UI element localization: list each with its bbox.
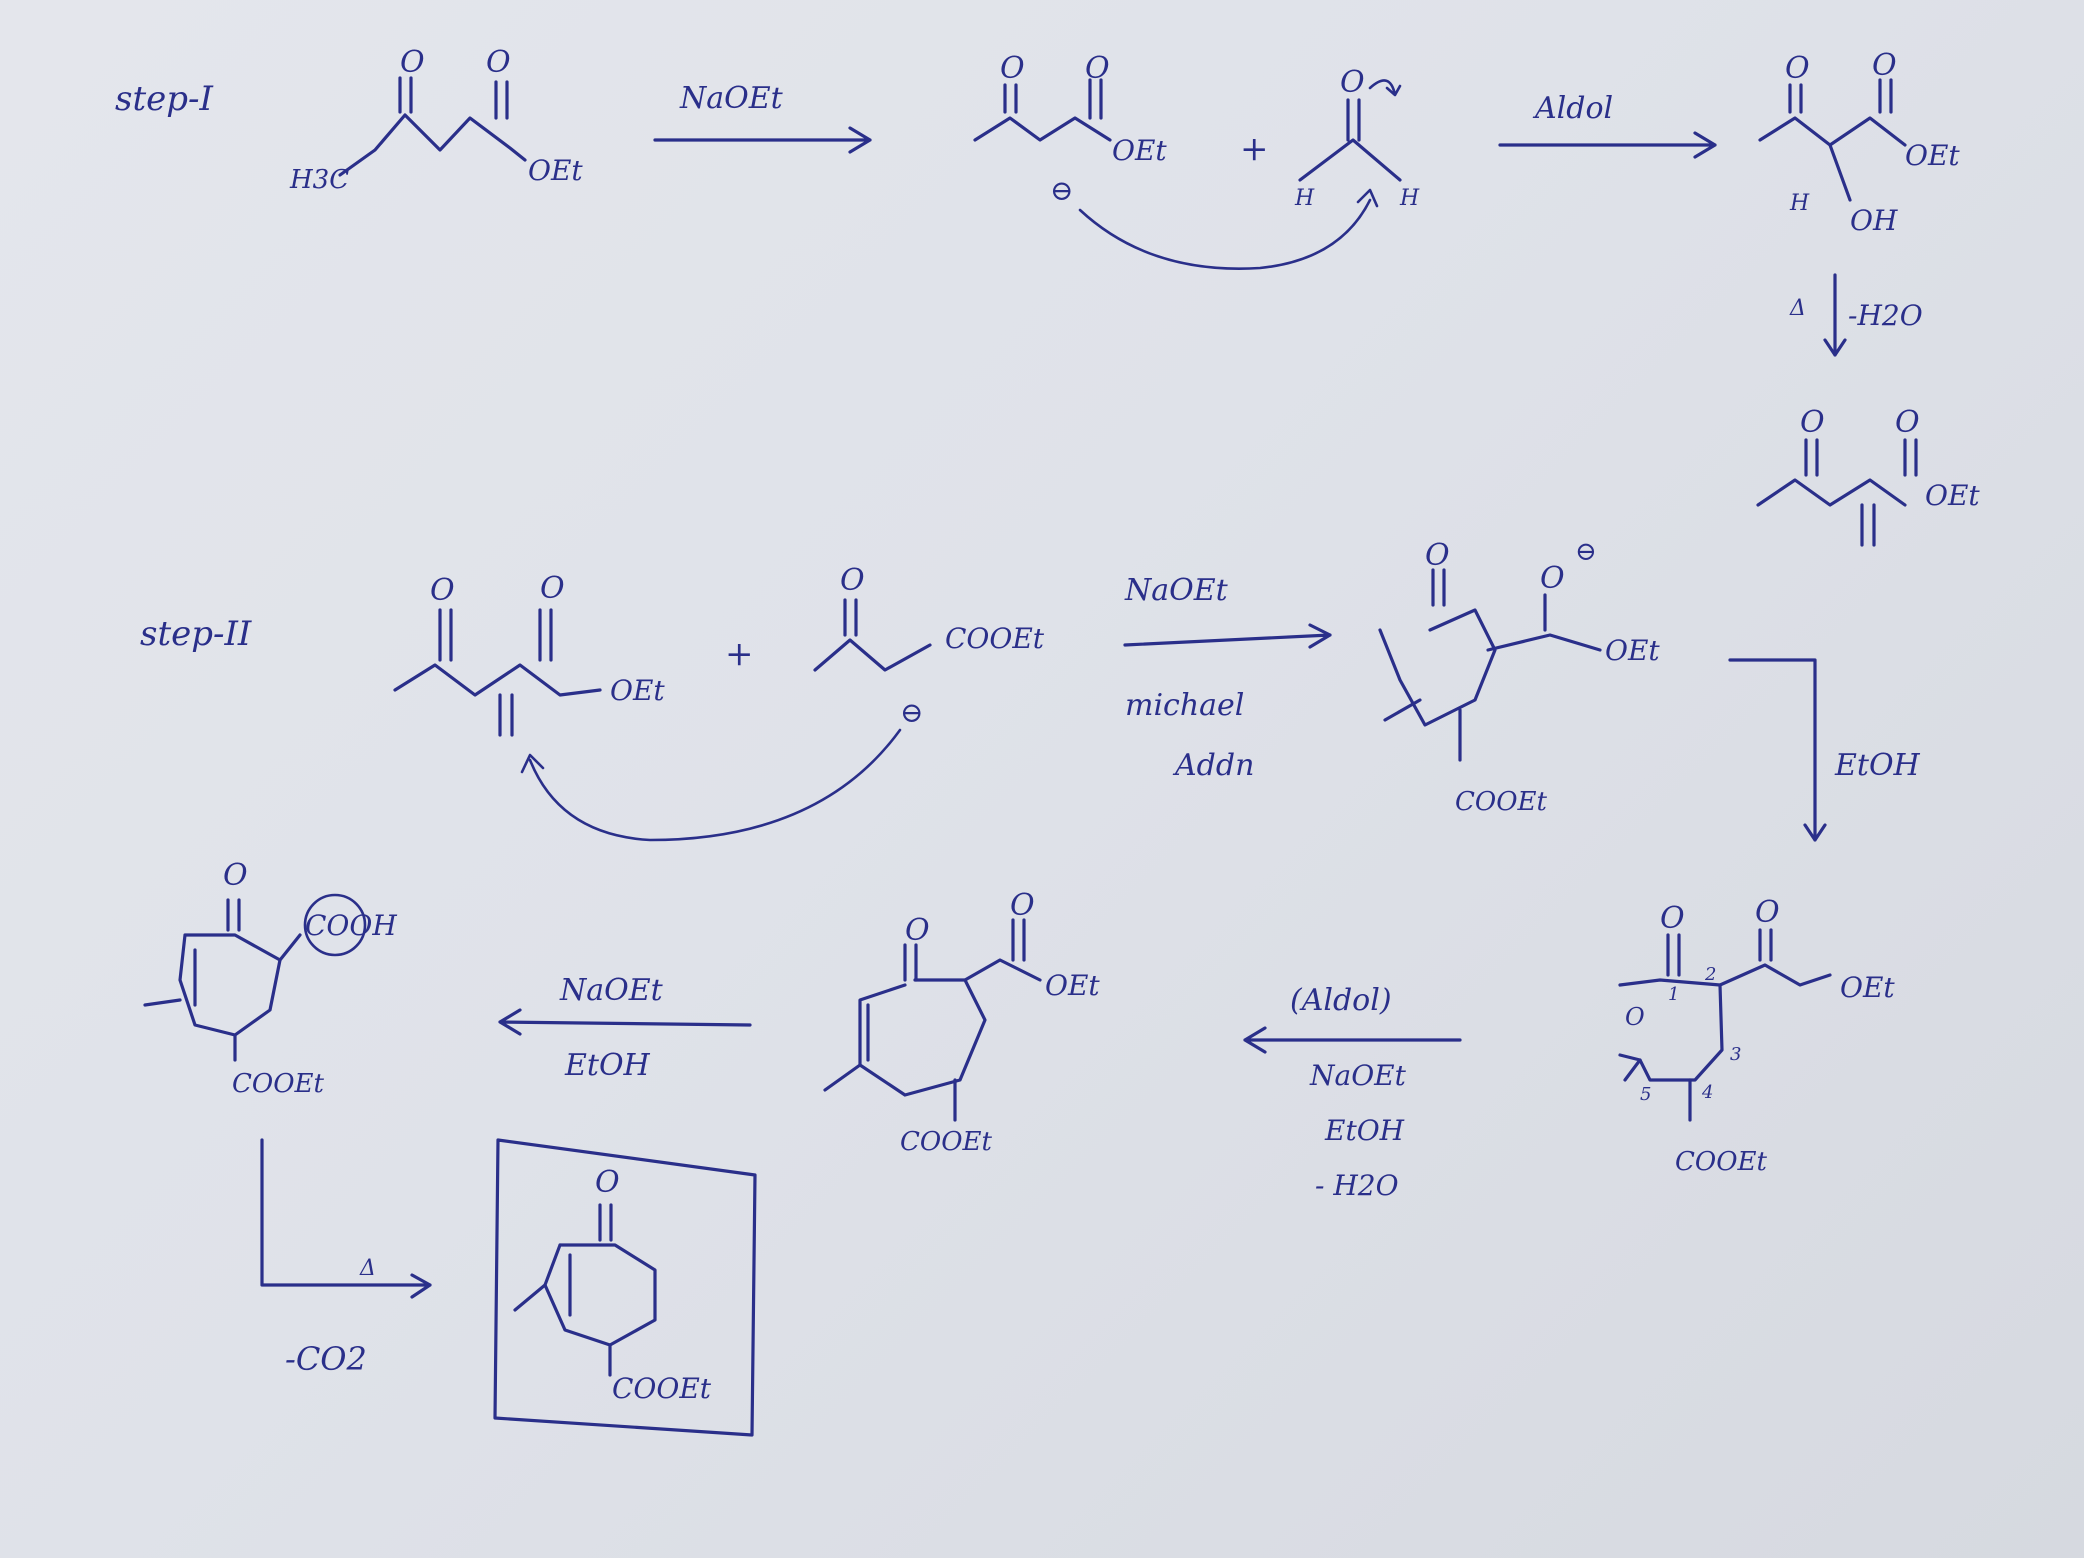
- o-label: O: [486, 45, 511, 80]
- attack-arrow: [1078, 188, 1379, 270]
- enolate-ion: O O OEt ⊖: [973, 51, 1167, 207]
- reagent-naoet: NaOEt: [679, 81, 784, 116]
- o-label: O: [1540, 561, 1565, 596]
- ring-ester-label: COOEt: [1675, 1147, 1768, 1177]
- o-label: O: [1625, 1003, 1645, 1031]
- o-label: O: [1340, 65, 1365, 100]
- diketone-intermediate: O O O OEt COOEt 1 2 3 4 5: [1618, 895, 1895, 1177]
- negative-charge: ⊖: [1575, 537, 1597, 567]
- o-label: O: [1755, 895, 1780, 930]
- aldol-product: O O OEt H OH: [1758, 48, 1960, 237]
- etoh-label: EtOH: [1834, 748, 1921, 783]
- reagent-naoet: NaOEt: [1124, 573, 1229, 608]
- co2-loss-label: -CO2: [285, 1340, 367, 1378]
- carbon-number: 3: [1730, 1044, 1741, 1065]
- o-label: O: [400, 45, 425, 80]
- aldol-label: Aldol: [1532, 91, 1613, 126]
- ester-label: OEt: [1112, 134, 1167, 167]
- o-label: O: [1085, 51, 1110, 86]
- ester-label: OEt: [1840, 971, 1895, 1004]
- o-label: O: [1010, 888, 1035, 923]
- o-label: O: [1785, 51, 1810, 86]
- hydroxyl-label: OH: [1850, 204, 1898, 237]
- decarboxylation-arrow: [260, 1138, 432, 1299]
- plus-sign: +: [1240, 129, 1269, 169]
- methyl-label: H3C: [289, 165, 349, 195]
- o-label: O: [595, 1165, 620, 1200]
- h-label: H: [1399, 186, 1420, 211]
- michael-adduct: O O ⊖ OEt COOEt: [1378, 537, 1660, 817]
- heat-label: Δ: [1789, 296, 1806, 321]
- formaldehyde: O H H: [1294, 65, 1420, 211]
- h-label: H: [1294, 186, 1315, 211]
- curved-arrow: [1368, 79, 1402, 97]
- ester-label: OEt: [528, 154, 583, 187]
- carboxylic-acid-label: COOH: [305, 909, 397, 942]
- o-label: O: [905, 913, 930, 948]
- cyclized-product: O O OEt COOEt: [823, 888, 1100, 1157]
- plus-sign: +: [725, 634, 754, 674]
- o-label: O: [1872, 48, 1897, 83]
- ester-label: OEt: [1905, 139, 1960, 172]
- condition-addn: Addn: [1172, 748, 1254, 783]
- aldol-reagent: NaOEt: [1309, 1059, 1407, 1092]
- o-label: O: [1660, 901, 1685, 936]
- o-label: O: [1895, 405, 1920, 440]
- o-label: O: [223, 858, 248, 893]
- carbon-number: 2: [1704, 964, 1716, 985]
- reaction-arrow: [1498, 131, 1717, 159]
- negative-charge: ⊖: [900, 696, 923, 729]
- attack-arrow: [520, 728, 902, 842]
- water-loss-label: -H2O: [1848, 299, 1923, 332]
- hydrolysis-reagent: NaOEt: [559, 973, 664, 1008]
- ring-ester-label: COOEt: [232, 1069, 325, 1099]
- enone-product: O O OEt: [1756, 405, 1980, 547]
- h-label: H: [1789, 191, 1810, 216]
- reaction-arrow: [1243, 1026, 1462, 1054]
- o-label: O: [540, 571, 565, 606]
- o-label: O: [430, 573, 455, 608]
- reaction-arrow: [1123, 623, 1332, 649]
- ester-label: OEt: [1925, 479, 1980, 512]
- hydrolysis-solvent: EtOH: [564, 1048, 651, 1083]
- acid-intermediate: O COOH COOEt: [143, 858, 397, 1099]
- condition-michael: michael: [1125, 688, 1244, 723]
- o-label: O: [1000, 51, 1025, 86]
- aldol-label: (Aldol): [1290, 983, 1392, 1018]
- water-loss-label: - H2O: [1315, 1169, 1399, 1202]
- reaction-arrow: [498, 1008, 752, 1036]
- ring-ester-label: COOEt: [1455, 787, 1548, 817]
- ring-ester-label: COOEt: [612, 1372, 712, 1405]
- o-label: O: [840, 563, 865, 598]
- ethyl-acetoacetate: O O H3C OEt: [289, 45, 583, 195]
- o-label: O: [1425, 538, 1450, 573]
- ester-label: COOEt: [945, 622, 1045, 655]
- o-label: O: [1800, 405, 1825, 440]
- michael-acceptor: O O OEt: [393, 571, 665, 737]
- negative-charge: ⊖: [1050, 174, 1073, 207]
- dehydration-arrow: [1823, 273, 1847, 357]
- highlight-circle: [303, 893, 367, 957]
- heat-label: Δ: [359, 1256, 376, 1281]
- aldol-solvent: EtOH: [1324, 1114, 1405, 1147]
- reaction-arrow: [653, 126, 872, 154]
- ester-label: OEt: [610, 674, 665, 707]
- etoh-arrow: [1728, 658, 1827, 842]
- carbon-number: 5: [1640, 1084, 1651, 1105]
- michael-donor: O COOEt ⊖: [813, 563, 1045, 729]
- ester-label: OEt: [1045, 969, 1100, 1002]
- step1-label: step-I: [115, 79, 213, 119]
- step2-label: step-II: [140, 614, 252, 654]
- final-product-box: O COOEt: [493, 1138, 757, 1437]
- ester-label: OEt: [1605, 634, 1660, 667]
- carbon-number: 4: [1701, 1082, 1713, 1103]
- carbon-number: 1: [1668, 984, 1679, 1005]
- ring-ester-label: COOEt: [900, 1127, 993, 1157]
